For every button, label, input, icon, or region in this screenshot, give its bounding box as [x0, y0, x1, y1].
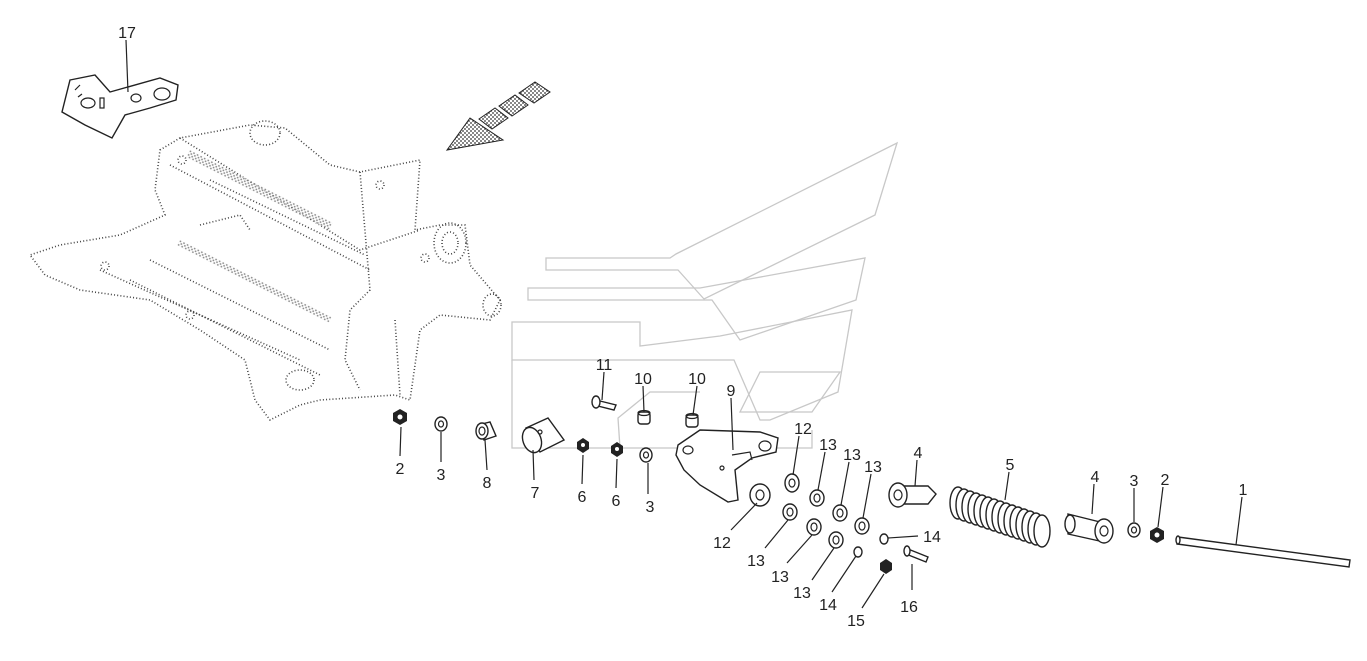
part-8-bushing [475, 421, 497, 441]
part-3-washer-left [434, 416, 448, 432]
part-9-lever-bracket [675, 429, 779, 503]
frame-assembly [28, 120, 502, 422]
callout-13-b: 13 [843, 447, 861, 464]
callout-8: 8 [483, 475, 492, 492]
part-6-nut-a [577, 438, 589, 453]
callout-3-b: 3 [437, 467, 446, 484]
callout-9: 9 [727, 383, 736, 400]
part-11-bolt [591, 395, 617, 411]
part-4-bushing-left [888, 482, 937, 508]
callout-11: 11 [596, 357, 613, 374]
part-10-spacer-a [637, 409, 651, 425]
part-3-washer-mid [639, 447, 653, 463]
callout-6-a: 6 [578, 489, 587, 506]
part-5-spring [949, 486, 1051, 548]
callout-5: 5 [1006, 457, 1015, 474]
part-6-nut-b [611, 442, 623, 457]
watermark-logo [511, 141, 899, 449]
callout-15: 15 [847, 613, 865, 630]
callout-10-b: 10 [688, 371, 706, 388]
part-7-cylinder [521, 417, 566, 454]
washer-set [749, 473, 889, 558]
part-3-washer-right [1127, 522, 1141, 538]
part-10-spacer-b [685, 412, 699, 428]
callout-6-b: 6 [612, 493, 621, 510]
callout-1: 1 [1239, 482, 1248, 499]
callout-7: 7 [531, 485, 540, 502]
part-16-pin [903, 545, 929, 563]
part-1-rod [1175, 535, 1351, 568]
callout-2-a: 2 [1161, 472, 1170, 489]
leader-lines [125, 39, 1243, 609]
part-15-nut [880, 559, 892, 574]
part-2-nut-left [393, 409, 407, 425]
callout-4-b: 4 [1091, 469, 1100, 486]
callout-13-a: 13 [819, 437, 837, 454]
callout-3-a: 3 [1130, 473, 1139, 490]
callout-13-f: 13 [793, 585, 811, 602]
callout-14-a: 14 [923, 529, 941, 546]
direction-arrow [445, 81, 551, 151]
callout-3-c: 3 [646, 499, 655, 516]
callout-12-b: 12 [713, 535, 731, 552]
callout-13-c: 13 [864, 459, 882, 476]
callout-13-d: 13 [747, 553, 765, 570]
callout-10-a: 10 [634, 371, 652, 388]
part-4-bushing-right [1064, 513, 1114, 544]
part-2-nut-right [1150, 527, 1164, 543]
callout-12-a: 12 [794, 421, 812, 438]
callout-13-e: 13 [771, 569, 789, 586]
callout-2-b: 2 [396, 461, 405, 478]
callout-17: 17 [118, 25, 136, 42]
callout-4-a: 4 [914, 445, 923, 462]
callout-14-b: 14 [819, 597, 837, 614]
part-17-bracket [61, 74, 179, 139]
callout-16: 16 [900, 599, 918, 616]
callout-labels: 17 11 10 10 9 12 13 13 13 4 5 4 3 2 1 2 … [118, 25, 1247, 630]
